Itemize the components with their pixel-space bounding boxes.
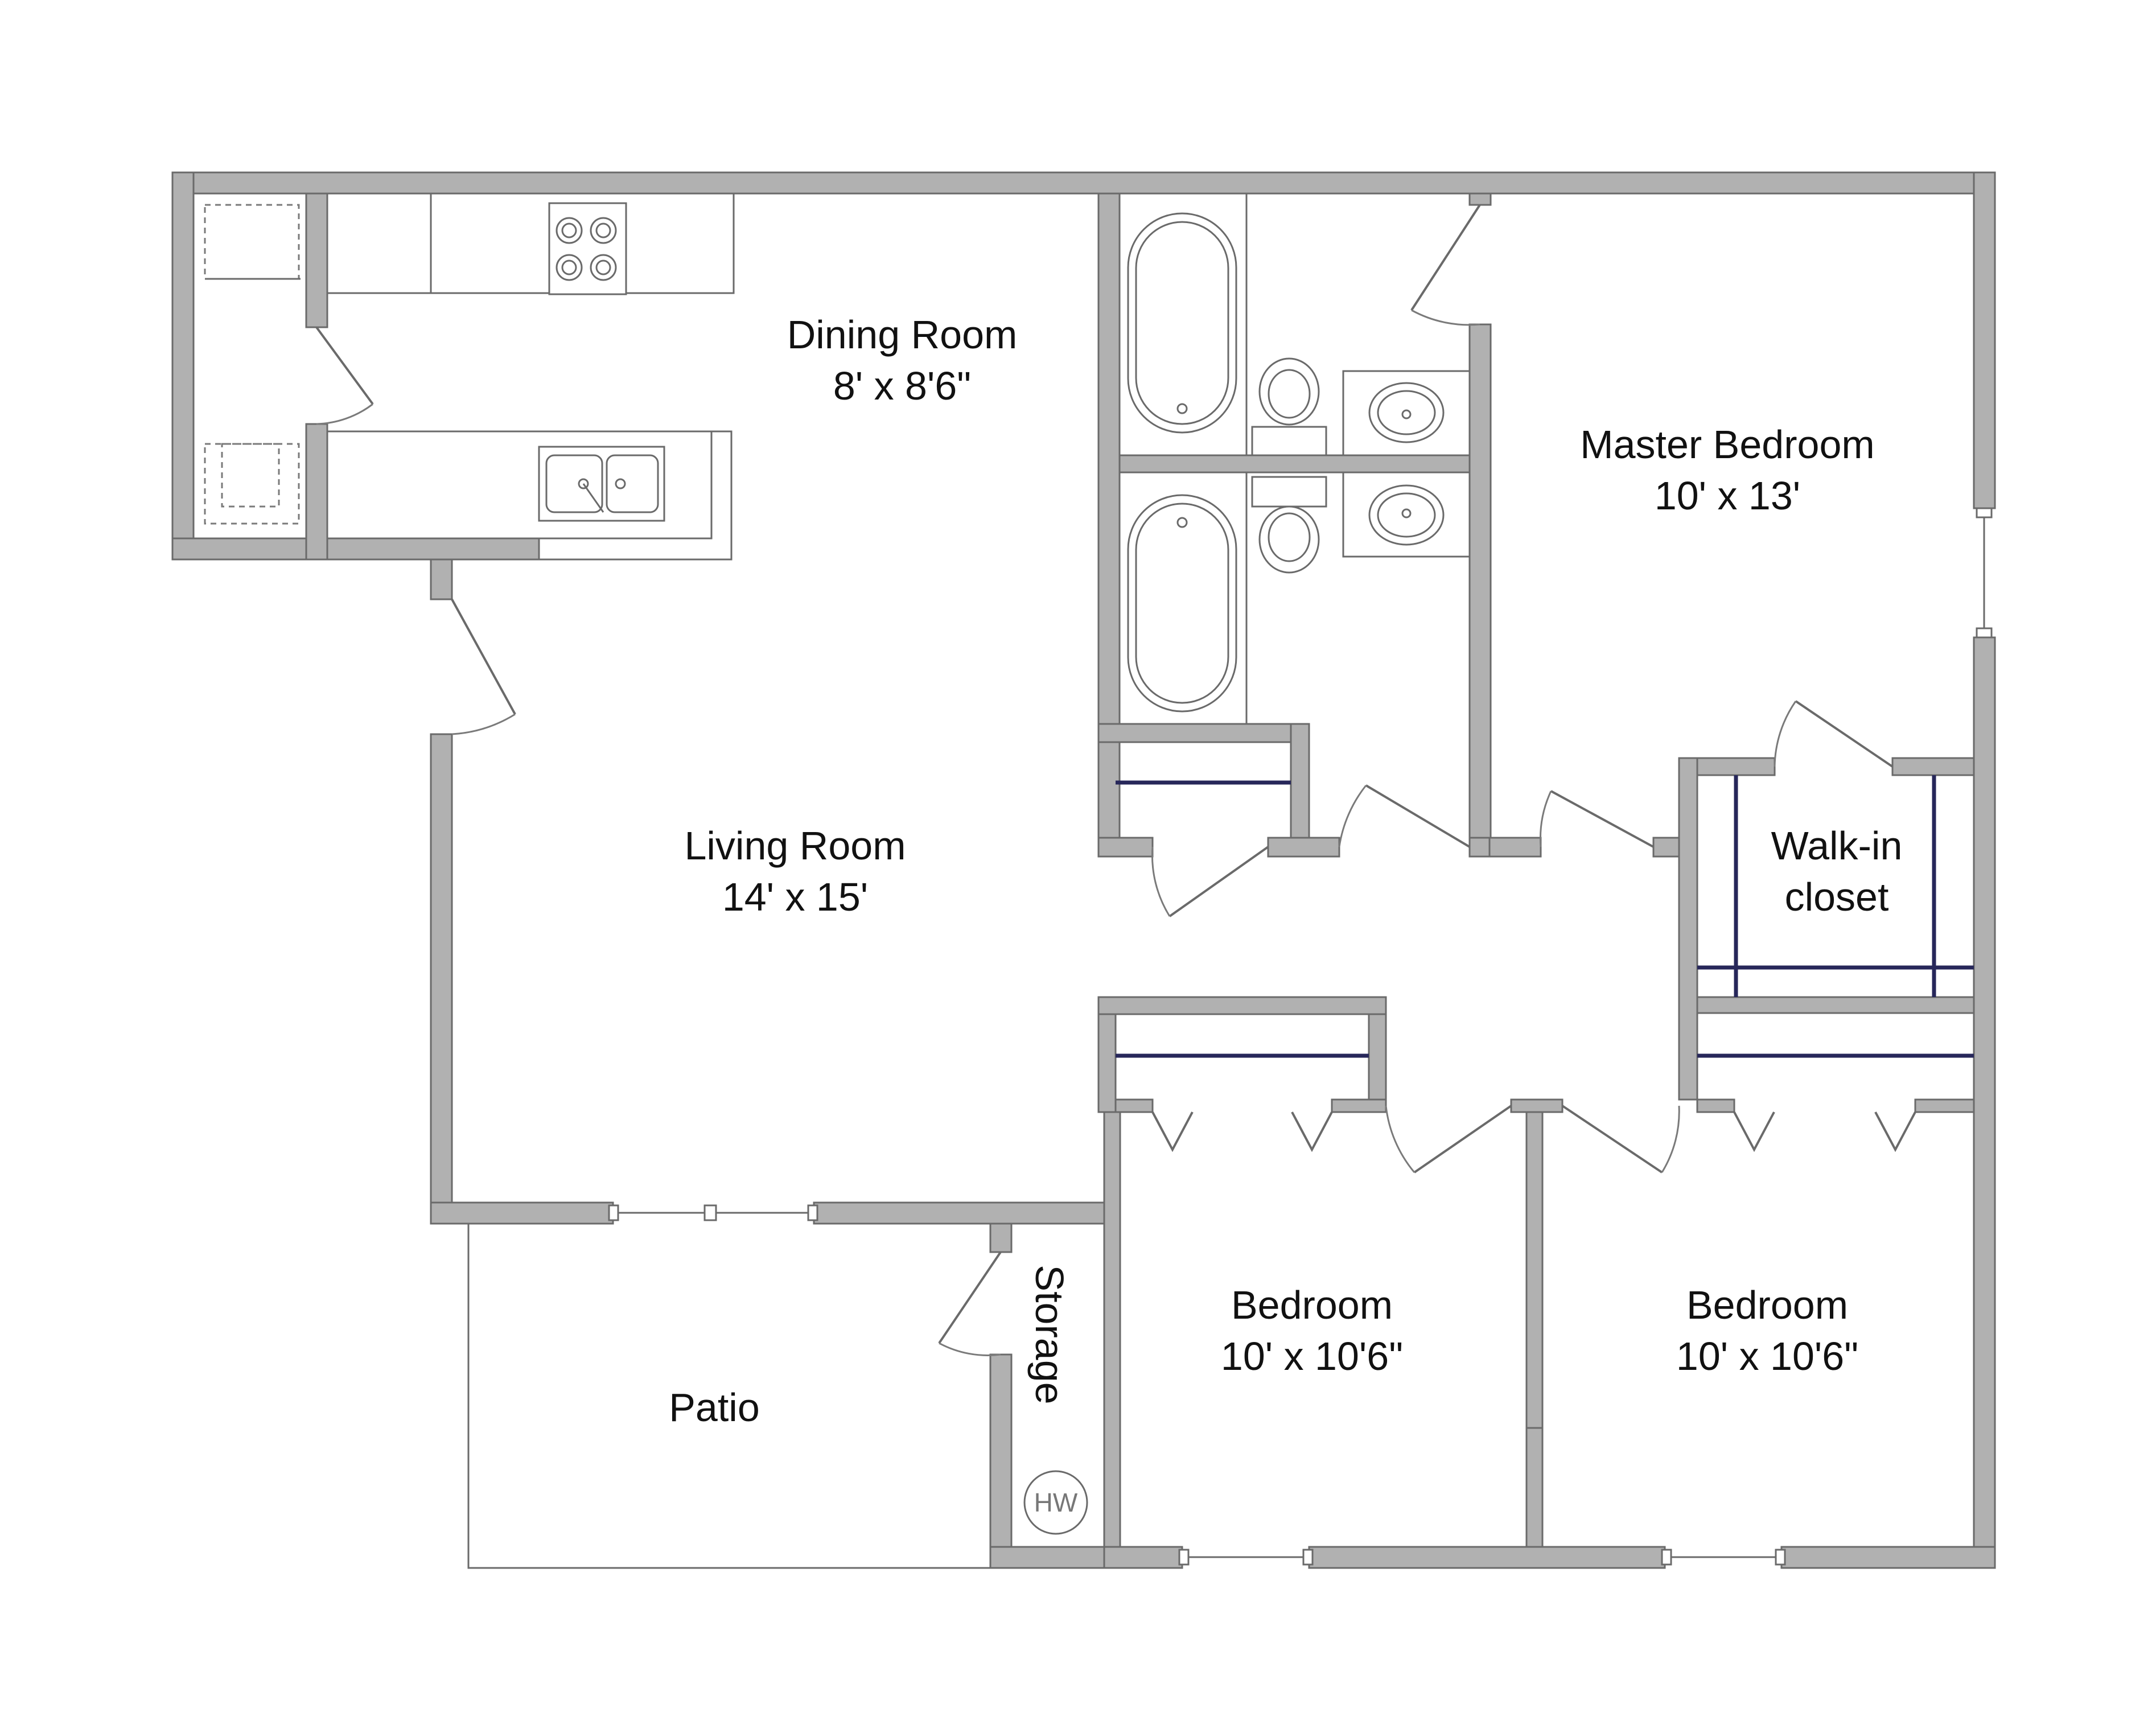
dining-room-size: 8' x 8'6" (833, 364, 971, 408)
stove-icon (548, 202, 627, 295)
bedroom-2-size: 10' x 10'6" (1676, 1334, 1858, 1378)
dryer-icon (204, 204, 300, 280)
doors (315, 204, 1916, 1356)
bedroom-2-name: Bedroom (1686, 1283, 1848, 1327)
toilet-icon (1251, 476, 1327, 574)
kitchen (204, 192, 735, 561)
closet-rods (1116, 775, 1974, 1058)
patio-label: Patio (669, 1385, 760, 1430)
walls (171, 171, 1996, 1569)
walk-in-closet-label-1: Walk-in (1771, 824, 1903, 868)
bathroom-sink-icon (1342, 370, 1471, 456)
living-room-name: Living Room (684, 824, 906, 868)
dining-room-name: Dining Room (787, 312, 1018, 357)
storage-label: Storage (1027, 1265, 1072, 1404)
sink-icon (538, 446, 665, 522)
bedroom-1-size: 10' x 10'6" (1221, 1334, 1403, 1378)
washer-icon (204, 443, 300, 525)
bathroom-sink-icon (1342, 471, 1471, 558)
bathrooms (1127, 194, 1471, 724)
windows (608, 507, 1993, 1566)
water-heater-icon: HW (1023, 1470, 1088, 1535)
room-labels: Dining Room 8' x 8'6" Master Bedroom 10'… (669, 312, 1902, 1430)
bathtub-icon (1127, 494, 1237, 713)
master-bedroom-name: Master Bedroom (1580, 422, 1874, 467)
walk-in-closet-label-2: closet (1785, 875, 1889, 919)
bedroom-1-name: Bedroom (1231, 1283, 1393, 1327)
patio-outline (467, 1224, 990, 1569)
master-bedroom-size: 10' x 13' (1655, 474, 1800, 518)
toilet-icon (1251, 357, 1327, 456)
water-heater-label: HW (1034, 1488, 1078, 1517)
refrigerator-icon (326, 192, 432, 294)
living-room-size: 14' x 15' (722, 875, 868, 919)
bathtub-icon (1127, 212, 1237, 434)
